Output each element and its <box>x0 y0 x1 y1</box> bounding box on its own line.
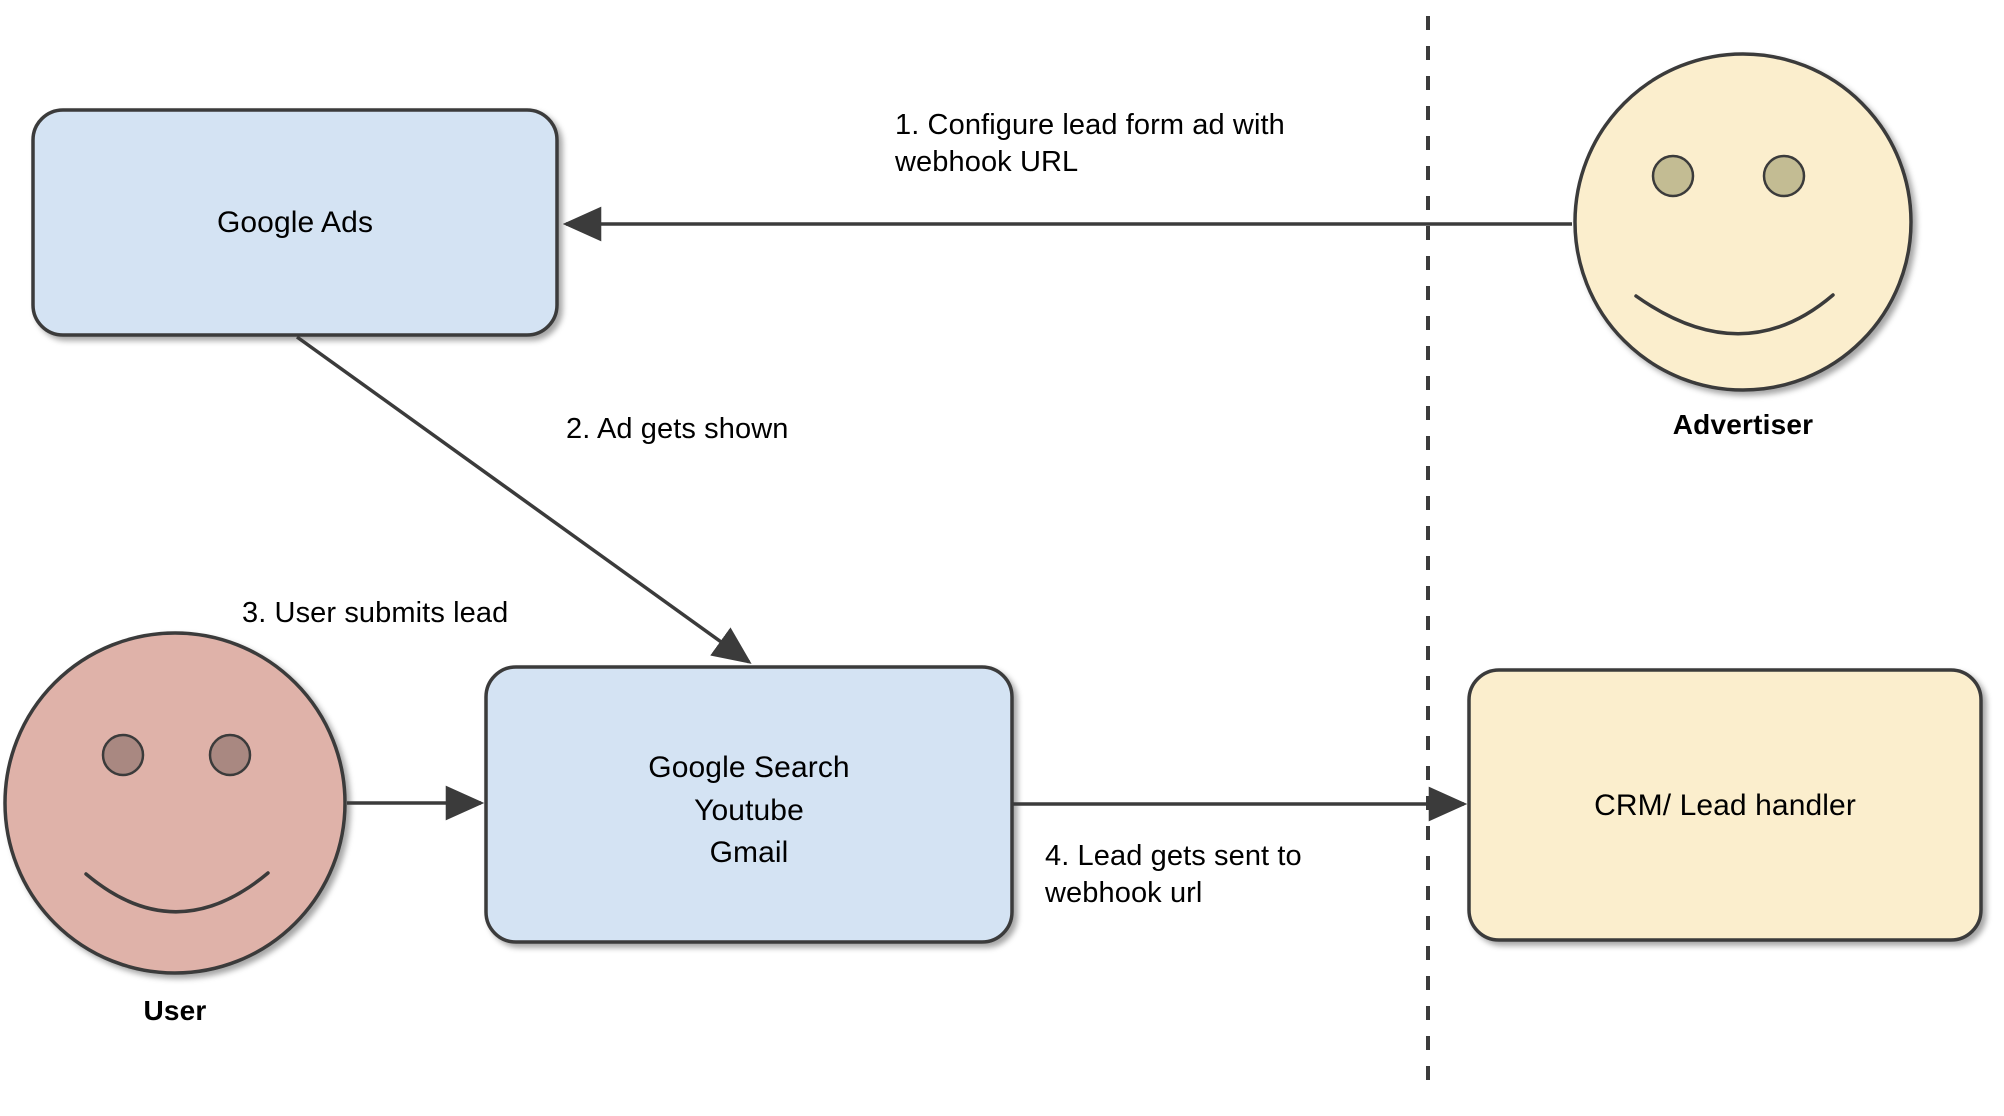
edge-step-4-label: 4. Lead gets sent to webhook url <box>1045 840 1302 909</box>
node-crm-lead-handler[interactable] <box>1469 670 1981 940</box>
edge-step-1-label: 1. Configure lead form ad with webhook U… <box>895 109 1285 178</box>
edge-step-2-label: 2. Ad gets shown <box>566 413 789 445</box>
edge-step-3-label: 3. User submits lead <box>242 597 509 629</box>
node-google-surfaces-label: Google Search Youtube Gmail <box>648 751 850 870</box>
node-google-surfaces[interactable] <box>486 667 1012 942</box>
node-advertiser-caption: Advertiser <box>1672 409 1814 440</box>
node-advertiser[interactable] <box>1575 54 1911 390</box>
node-crm-lead-handler-label: CRM/ Lead handler <box>1594 789 1856 822</box>
node-user[interactable] <box>5 633 345 973</box>
node-user-caption: User <box>143 995 207 1026</box>
node-google-ads[interactable] <box>33 110 557 335</box>
node-google-ads-label: Google Ads <box>216 206 374 239</box>
